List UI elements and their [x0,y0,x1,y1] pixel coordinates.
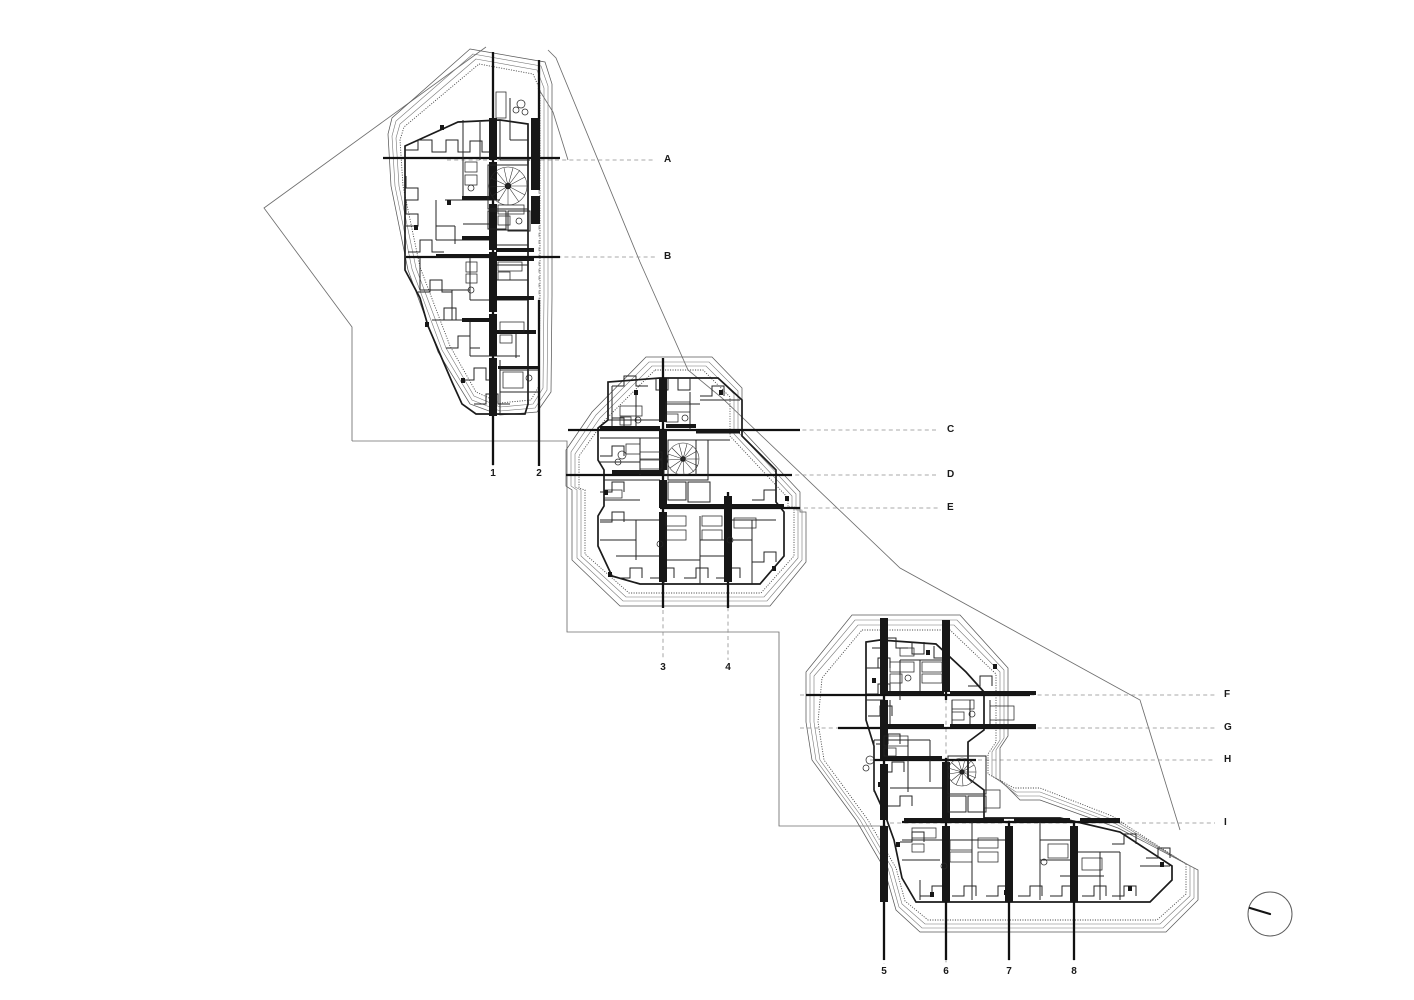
grid-label-F: F [1224,689,1231,700]
grid-label-6: 6 [943,966,949,977]
grid-label-H: H [1224,754,1232,765]
grid-label-I: I [1224,817,1227,828]
spiral-stair-north [487,164,531,232]
grid-label-2: 2 [536,468,542,479]
grid-label-D: D [947,469,955,480]
site-boundary [263,46,1181,831]
building-south [805,614,1199,960]
grid-label-B: B [664,251,672,262]
spiral-stair-middle [666,439,711,503]
grid-label-3: 3 [660,662,666,673]
building-middle [565,356,807,608]
grid-label-G: G [1224,722,1232,733]
grid-label-A: A [664,154,672,165]
building-north [383,48,560,466]
grid-label-7: 7 [1006,966,1012,977]
grid-label-5: 5 [881,966,887,977]
spiral-stair-south [947,755,987,813]
grid-label-C: C [947,424,955,435]
grid-label-4: 4 [725,662,731,673]
grid-label-E: E [947,502,954,513]
grid-label-1: 1 [490,468,496,479]
grid-label-8: 8 [1071,966,1077,977]
north-arrow-compass [1247,891,1293,937]
